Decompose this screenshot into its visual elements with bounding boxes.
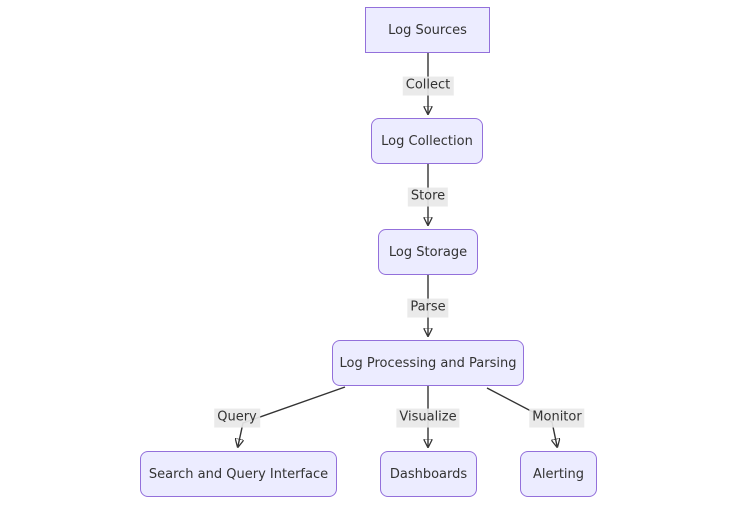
edge-label-visualize: Visualize xyxy=(396,408,460,428)
node-log-storage: Log Storage xyxy=(378,229,478,275)
edge-label-parse: Parse xyxy=(407,298,449,318)
node-log-sources: Log Sources xyxy=(365,7,490,53)
node-log-collection: Log Collection xyxy=(371,118,483,164)
node-dashboards: Dashboards xyxy=(380,451,477,497)
node-search-query: Search and Query Interface xyxy=(140,451,337,497)
edge-label-collect: Collect xyxy=(402,76,454,96)
edge-label-monitor: Monitor xyxy=(529,408,585,428)
node-alerting: Alerting xyxy=(520,451,597,497)
edge-label-query: Query xyxy=(214,408,260,428)
node-log-processing: Log Processing and Parsing xyxy=(332,340,524,386)
edge-label-store: Store xyxy=(407,187,449,207)
